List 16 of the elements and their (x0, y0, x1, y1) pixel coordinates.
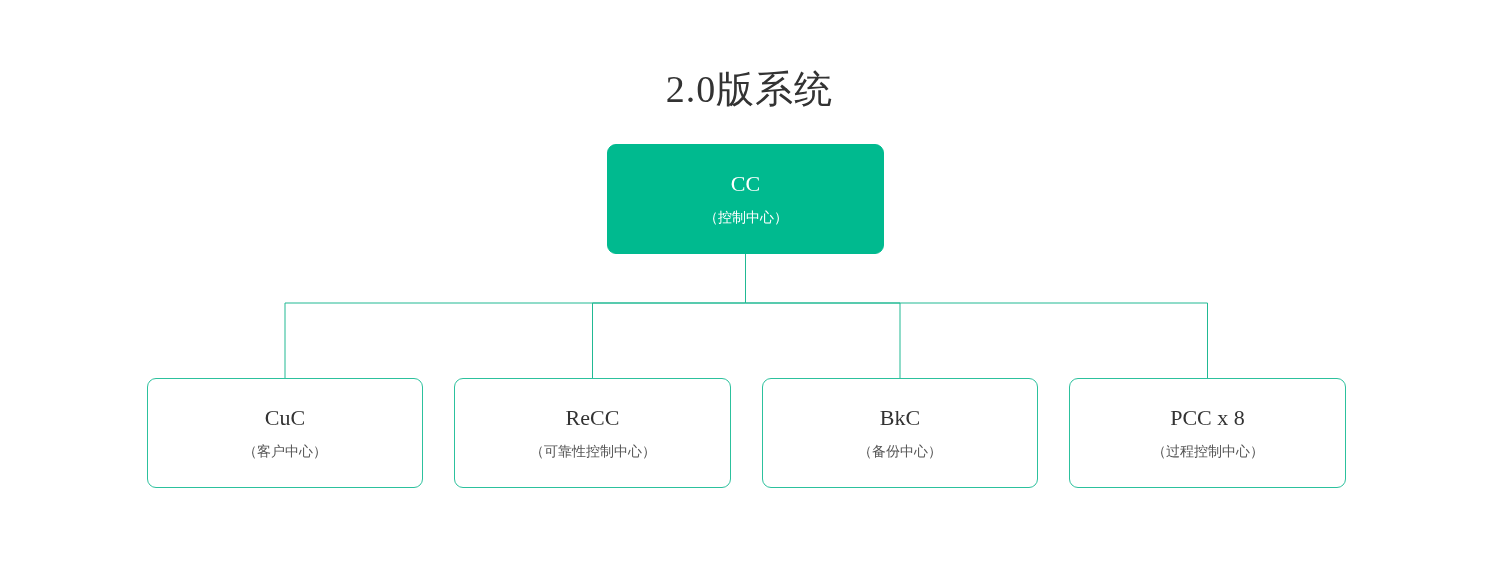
node-title: BkC (879, 405, 921, 431)
child-box (147, 378, 423, 488)
node-subtitle: （备份中心） (858, 443, 942, 461)
node-subtitle: （过程控制中心） (1151, 443, 1264, 461)
node-title: CC (730, 171, 761, 197)
root-box (607, 144, 884, 254)
node-title: ReCC (565, 405, 620, 431)
node-title: CuC (264, 405, 306, 431)
node-title: PCC x 8 (1170, 405, 1245, 431)
child-box (1069, 378, 1346, 488)
node-subtitle: （控制中心） (703, 209, 788, 227)
node-subtitle: （客户中心） (243, 443, 327, 461)
diagram-title: 2.0版系统 (665, 68, 834, 110)
node-subtitle: （可靠性控制中心） (529, 443, 656, 461)
child-box (454, 378, 731, 488)
child-box (762, 378, 1038, 488)
